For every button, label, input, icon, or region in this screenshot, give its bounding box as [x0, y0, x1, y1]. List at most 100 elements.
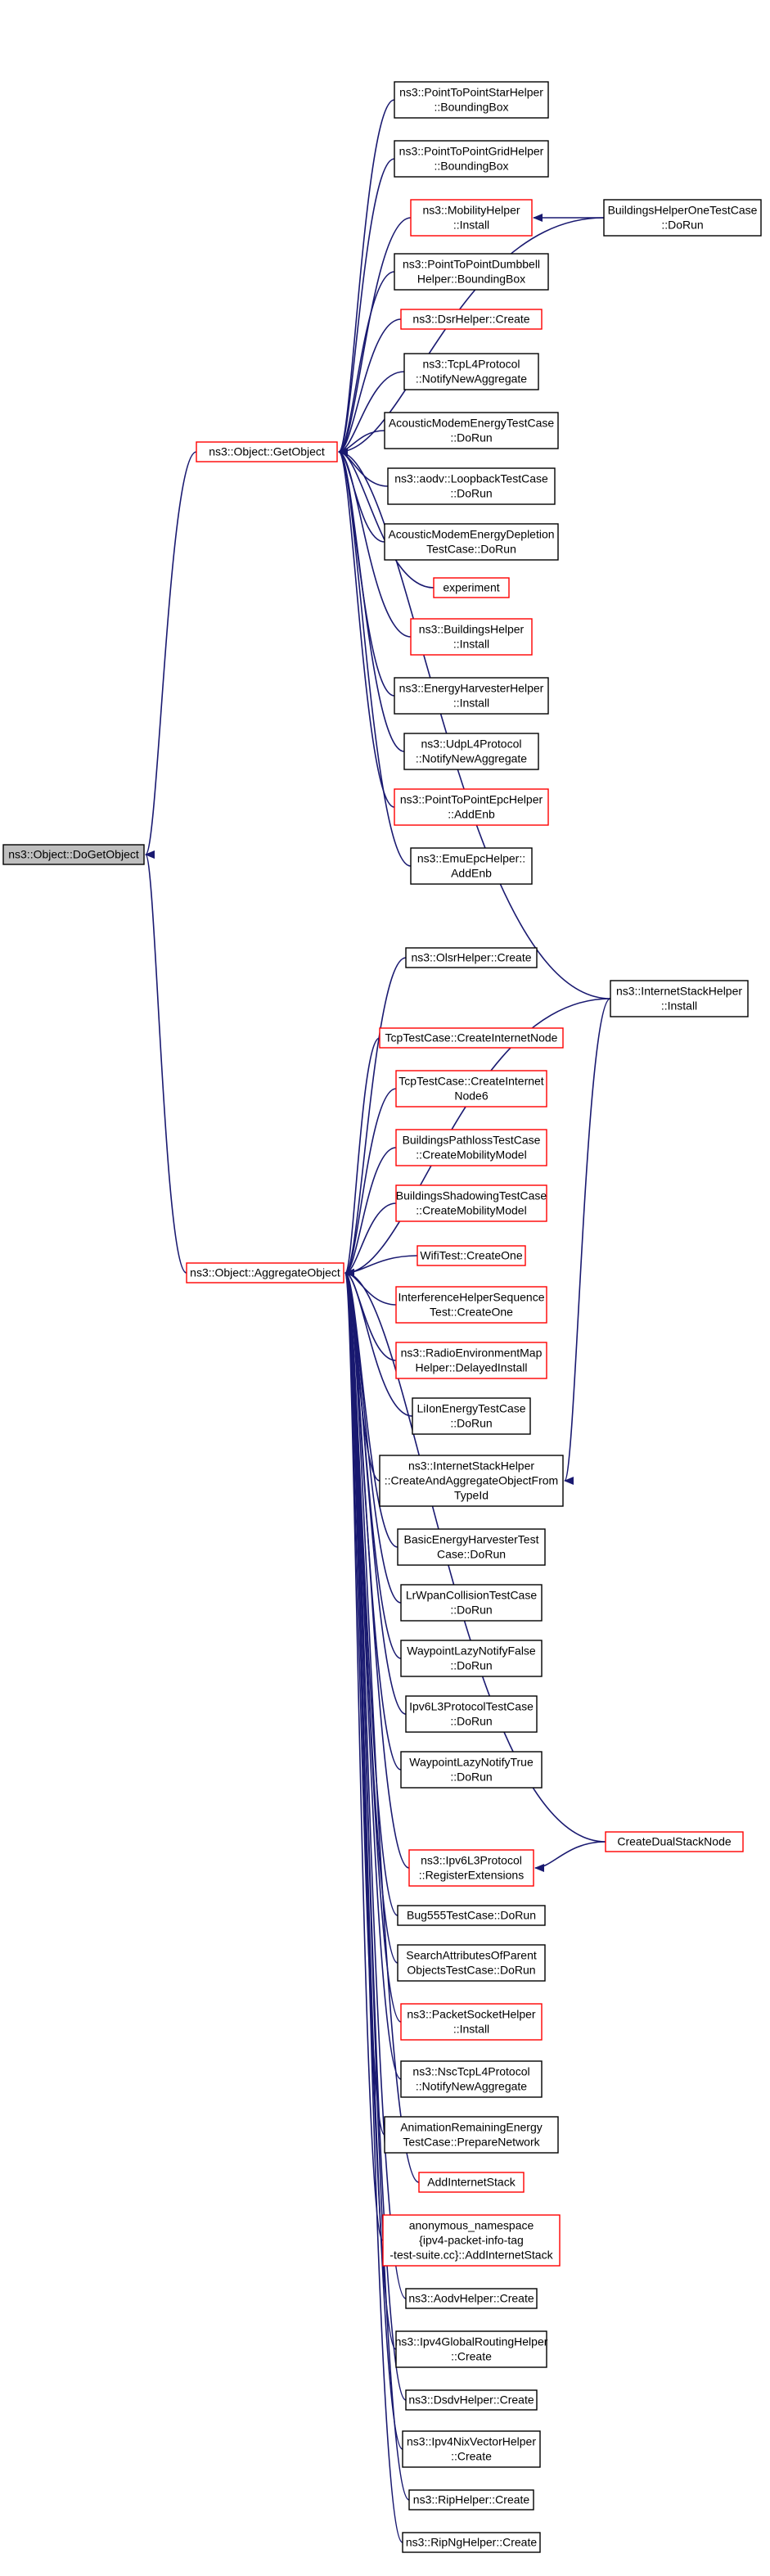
node-ipv6l3register[interactable]: ns3::Ipv6L3Protocol::RegisterExtensions — [408, 1849, 534, 1887]
node-riphelper[interactable]: ns3::RipHelper::Create — [408, 2489, 534, 2511]
node-olsrhelper[interactable]: ns3::OlsrHelper::Create — [405, 947, 538, 968]
node-interferencehelper[interactable]: InterferenceHelperSequenceTest::CreateOn… — [395, 1286, 547, 1324]
node-liion[interactable]: LiIonEnergyTestCase::DoRun — [412, 1397, 531, 1435]
node-box-nsctcpl4 — [400, 2060, 543, 2098]
node-label-line: ::CreateMobilityModel — [416, 1204, 526, 1217]
node-box-animationenergy — [384, 2116, 559, 2154]
node-label-line: ns3::BuildingsHelper — [419, 623, 525, 636]
node-label-line: ::BoundingBox — [434, 101, 508, 114]
node-box-internetstackcreate — [379, 1455, 564, 1507]
node-label-line: experiment — [443, 581, 499, 594]
node-label-line: Helper::BoundingBox — [417, 273, 525, 286]
node-internetstackcreate[interactable]: ns3::InternetStackHelper::CreateAndAggre… — [379, 1455, 564, 1507]
node-box-tcpcreatenode — [379, 1027, 564, 1049]
node-p2pgrid[interactable]: ns3::PointToPointGridHelper::BoundingBox — [394, 140, 549, 178]
node-box-ripnghelper — [402, 2532, 541, 2553]
node-animationenergy[interactable]: AnimationRemainingEnergyTestCase::Prepar… — [384, 2116, 559, 2154]
node-box-remhelper — [395, 1342, 547, 1379]
node-aodvhelper[interactable]: ns3::AodvHelper::Create — [405, 2288, 538, 2309]
node-p2pdumbbell[interactable]: ns3::PointToPointDumbbellHelper::Boundin… — [394, 253, 549, 291]
node-label-line: ns3::OlsrHelper::Create — [411, 951, 531, 964]
node-waypointfalse[interactable]: WaypointLazyNotifyFalse::DoRun — [400, 1640, 543, 1677]
node-label-line: ns3::EmuEpcHelper:: — [417, 852, 525, 865]
node-label-line: AcousticModemEnergyTestCase — [389, 417, 555, 430]
node-aggregateobject[interactable]: ns3::Object::AggregateObject — [186, 1262, 344, 1283]
edge-olsrhelper-to-aggregateobject — [344, 957, 407, 1277]
node-label-line: LrWpanCollisionTestCase — [406, 1589, 538, 1602]
node-remhelper[interactable]: ns3::RadioEnvironmentMapHelper::DelayedI… — [395, 1342, 547, 1379]
node-dsdvhelper[interactable]: ns3::DsdvHelper::Create — [405, 2389, 538, 2411]
edge-dsrhelper-to-getobject — [338, 318, 402, 456]
node-experiment[interactable]: experiment — [433, 577, 510, 598]
node-box-bug555 — [397, 1905, 546, 1926]
node-box-dogetobject — [2, 844, 145, 865]
node-label-line: -test-suite.cc}::AddInternetStack — [390, 2249, 553, 2262]
node-udpl4[interactable]: ns3::UdpL4Protocol::NotifyNewAggregate — [403, 733, 539, 770]
node-nsctcpl4[interactable]: ns3::NscTcpL4Protocol::NotifyNewAggregat… — [400, 2060, 543, 2098]
edge-emuepc-to-getobject — [338, 448, 412, 867]
edge-riphelper-to-aggregateobject — [344, 1269, 410, 2501]
node-label-line: ns3::RipHelper::Create — [413, 2493, 530, 2506]
edge-getobject-to-dogetobject — [145, 451, 197, 859]
node-box-lrwpan — [400, 1584, 543, 1622]
node-label-line: ::BoundingBox — [434, 160, 508, 173]
edge-mobilityhelper-to-getobject — [338, 217, 412, 456]
node-label-line: Ipv6L3ProtocolTestCase — [409, 1700, 534, 1713]
node-box-waypointfalse — [400, 1640, 543, 1677]
node-waypointtrue[interactable]: WaypointLazyNotifyTrue::DoRun — [400, 1751, 543, 1789]
node-tcpl4[interactable]: ns3::TcpL4Protocol::NotifyNewAggregate — [403, 353, 539, 390]
node-dsrhelper[interactable]: ns3::DsrHelper::Create — [400, 309, 543, 330]
node-p2pepc[interactable]: ns3::PointToPointEpcHelper::AddEnb — [394, 788, 549, 826]
node-label-line: ::Install — [661, 999, 697, 1013]
node-emuepc[interactable]: ns3::EmuEpcHelper::AddEnb — [410, 847, 533, 885]
node-ipv4nix[interactable]: ns3::Ipv4NixVectorHelper::Create — [402, 2430, 541, 2468]
node-getobject[interactable]: ns3::Object::GetObject — [196, 441, 338, 462]
node-box-ipv4global — [395, 2330, 547, 2368]
node-box-dsrhelper — [400, 309, 543, 330]
node-label-line: ns3::Ipv4NixVectorHelper — [407, 2435, 536, 2448]
node-label-line: ::AddEnb — [448, 808, 495, 821]
node-internetstackinstall[interactable]: ns3::InternetStackHelper::Install — [610, 980, 749, 1017]
node-searchattributes[interactable]: SearchAttributesOfParentObjectsTestCase:… — [397, 1944, 546, 1982]
node-aodvloopback[interactable]: ns3::aodv::LoopbackTestCase::DoRun — [387, 467, 556, 505]
node-tcpcreatenode[interactable]: TcpTestCase::CreateInternetNode — [379, 1027, 564, 1049]
node-label-line: ns3::DsdvHelper::Create — [408, 2393, 534, 2407]
edge-createdualstack-to-ipv6l3register — [534, 1841, 606, 1872]
node-bug555[interactable]: Bug555TestCase::DoRun — [397, 1905, 546, 1926]
node-dogetobject[interactable]: ns3::Object::DoGetObject — [2, 844, 145, 865]
node-wifitest[interactable]: WifiTest::CreateOne — [417, 1245, 526, 1266]
node-label-line: ns3::aodv::LoopbackTestCase — [394, 472, 548, 485]
node-label-line: ns3::Object::GetObject — [209, 445, 325, 458]
node-createdualstack[interactable]: CreateDualStackNode — [605, 1831, 744, 1852]
node-energyharvester[interactable]: ns3::EnergyHarvesterHelper::Install — [394, 677, 549, 715]
node-ipv6l3test[interactable]: Ipv6L3ProtocolTestCase::DoRun — [405, 1695, 538, 1733]
node-addinternetstack[interactable]: AddInternetStack — [418, 2172, 525, 2193]
node-acousticdepletion[interactable]: AcousticModemEnergyDepletionTestCase::Do… — [384, 523, 559, 561]
node-label-line: ns3::AodvHelper::Create — [408, 2292, 534, 2305]
node-label-line: ns3::PointToPointDumbbell — [403, 258, 540, 271]
node-label-line: SearchAttributesOfParent — [406, 1949, 537, 1962]
node-label-line: Bug555TestCase::DoRun — [407, 1909, 536, 1922]
node-buildingshelper[interactable]: ns3::BuildingsHelper::Install — [410, 618, 533, 656]
node-mobilityhelper[interactable]: ns3::MobilityHelper::Install — [410, 199, 533, 237]
node-lrwpan[interactable]: LrWpanCollisionTestCase::DoRun — [400, 1584, 543, 1622]
node-buildingspathloss[interactable]: BuildingsPathlossTestCase::CreateMobilit… — [395, 1129, 547, 1166]
node-box-interferencehelper — [395, 1286, 547, 1324]
node-label-line: AcousticModemEnergyDepletion — [388, 528, 554, 541]
node-label-line: BuildingsPathlossTestCase — [403, 1134, 541, 1147]
node-label-line: ns3::Ipv6L3Protocol — [421, 1854, 522, 1867]
node-packetsocket[interactable]: ns3::PacketSocketHelper::Install — [400, 2003, 543, 2041]
node-p2pstar[interactable]: ns3::PointToPointStarHelper::BoundingBox — [394, 81, 549, 119]
node-label-line: BuildingsShadowingTestCase — [396, 1189, 547, 1202]
node-label-line: ::DoRun — [450, 1715, 492, 1728]
node-buildingsonetest[interactable]: BuildingsHelperOneTestCase::DoRun — [603, 199, 762, 237]
node-anonymousaddstack[interactable]: anonymous_namespace{ipv4-packet-info-tag… — [382, 2214, 561, 2267]
node-box-emuepc — [410, 847, 533, 885]
node-label-line: ns3::Object::DoGetObject — [8, 848, 139, 861]
node-ipv4global[interactable]: ns3::Ipv4GlobalRoutingHelper::Create — [395, 2330, 548, 2368]
node-ripnghelper[interactable]: ns3::RipNgHelper::Create — [402, 2532, 541, 2553]
node-buildingsshadowing[interactable]: BuildingsShadowingTestCase::CreateMobili… — [395, 1184, 547, 1222]
node-acousticenergy[interactable]: AcousticModemEnergyTestCase::DoRun — [384, 412, 559, 449]
